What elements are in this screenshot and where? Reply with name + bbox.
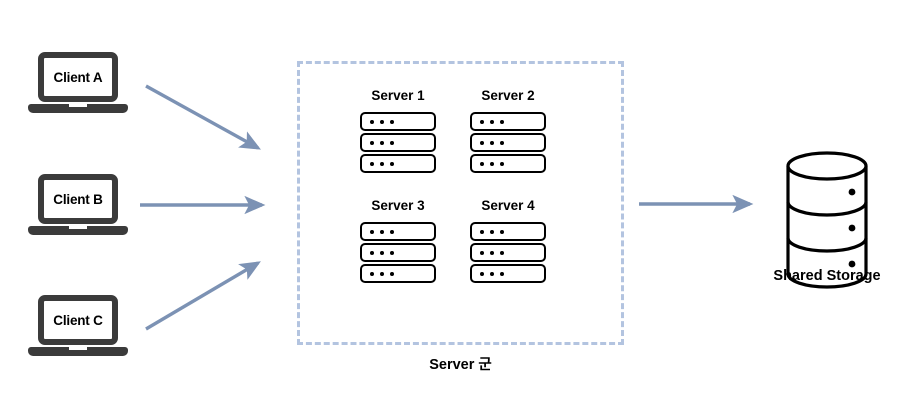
server-unit xyxy=(470,222,546,241)
server-rack xyxy=(360,222,436,285)
laptop-base xyxy=(28,347,128,356)
server-unit xyxy=(470,133,546,152)
status-dots xyxy=(370,140,394,145)
server-unit xyxy=(360,222,436,241)
client-label: Client A xyxy=(53,69,103,85)
server-rack xyxy=(360,112,436,175)
server-label: Server 3 xyxy=(371,198,425,213)
server-unit xyxy=(470,264,546,283)
status-dots xyxy=(370,161,394,166)
client-node-b[interactable]: Client B xyxy=(28,174,128,240)
server-unit xyxy=(360,154,436,173)
laptop-base xyxy=(28,226,128,235)
status-dots xyxy=(370,271,394,276)
status-dots xyxy=(480,250,504,255)
server-rack xyxy=(470,112,546,175)
server-unit xyxy=(470,154,546,173)
server-label: Server 4 xyxy=(481,198,535,213)
arrow-client-c-to-servers xyxy=(145,261,261,331)
client-node-a[interactable]: Client A xyxy=(28,52,128,118)
laptop-base xyxy=(28,104,128,113)
status-dots xyxy=(370,250,394,255)
laptop-lid xyxy=(38,295,118,345)
status-dots xyxy=(480,119,504,124)
server-unit xyxy=(360,133,436,152)
server-rack xyxy=(470,222,546,285)
laptop-notch xyxy=(69,226,87,229)
server-unit xyxy=(360,243,436,262)
status-dots xyxy=(370,229,394,234)
client-node-c[interactable]: Client C xyxy=(28,295,128,361)
client-label: Client B xyxy=(53,191,103,207)
laptop-notch xyxy=(69,104,87,107)
server-label: Server 1 xyxy=(371,88,425,103)
laptop-notch xyxy=(69,347,87,350)
status-dots xyxy=(480,140,504,145)
shared-storage-node[interactable] xyxy=(782,150,872,295)
client-label: Client C xyxy=(53,312,103,328)
laptop-lid xyxy=(38,52,118,102)
laptop-lid xyxy=(38,174,118,224)
status-dots xyxy=(480,271,504,276)
server-group-boundary xyxy=(297,61,624,345)
server-unit xyxy=(360,264,436,283)
server-unit xyxy=(470,243,546,262)
arrow-client-a-to-servers xyxy=(145,84,261,150)
status-dots xyxy=(480,161,504,166)
server-unit xyxy=(360,112,436,131)
server-group-caption: Server 군 xyxy=(429,357,492,373)
shared-storage-label: Shared Storage xyxy=(773,268,881,284)
server-label: Server 2 xyxy=(481,88,535,103)
server-unit xyxy=(470,112,546,131)
database-cylinder-icon xyxy=(786,151,868,289)
status-dots xyxy=(480,229,504,234)
status-dots xyxy=(370,119,394,124)
